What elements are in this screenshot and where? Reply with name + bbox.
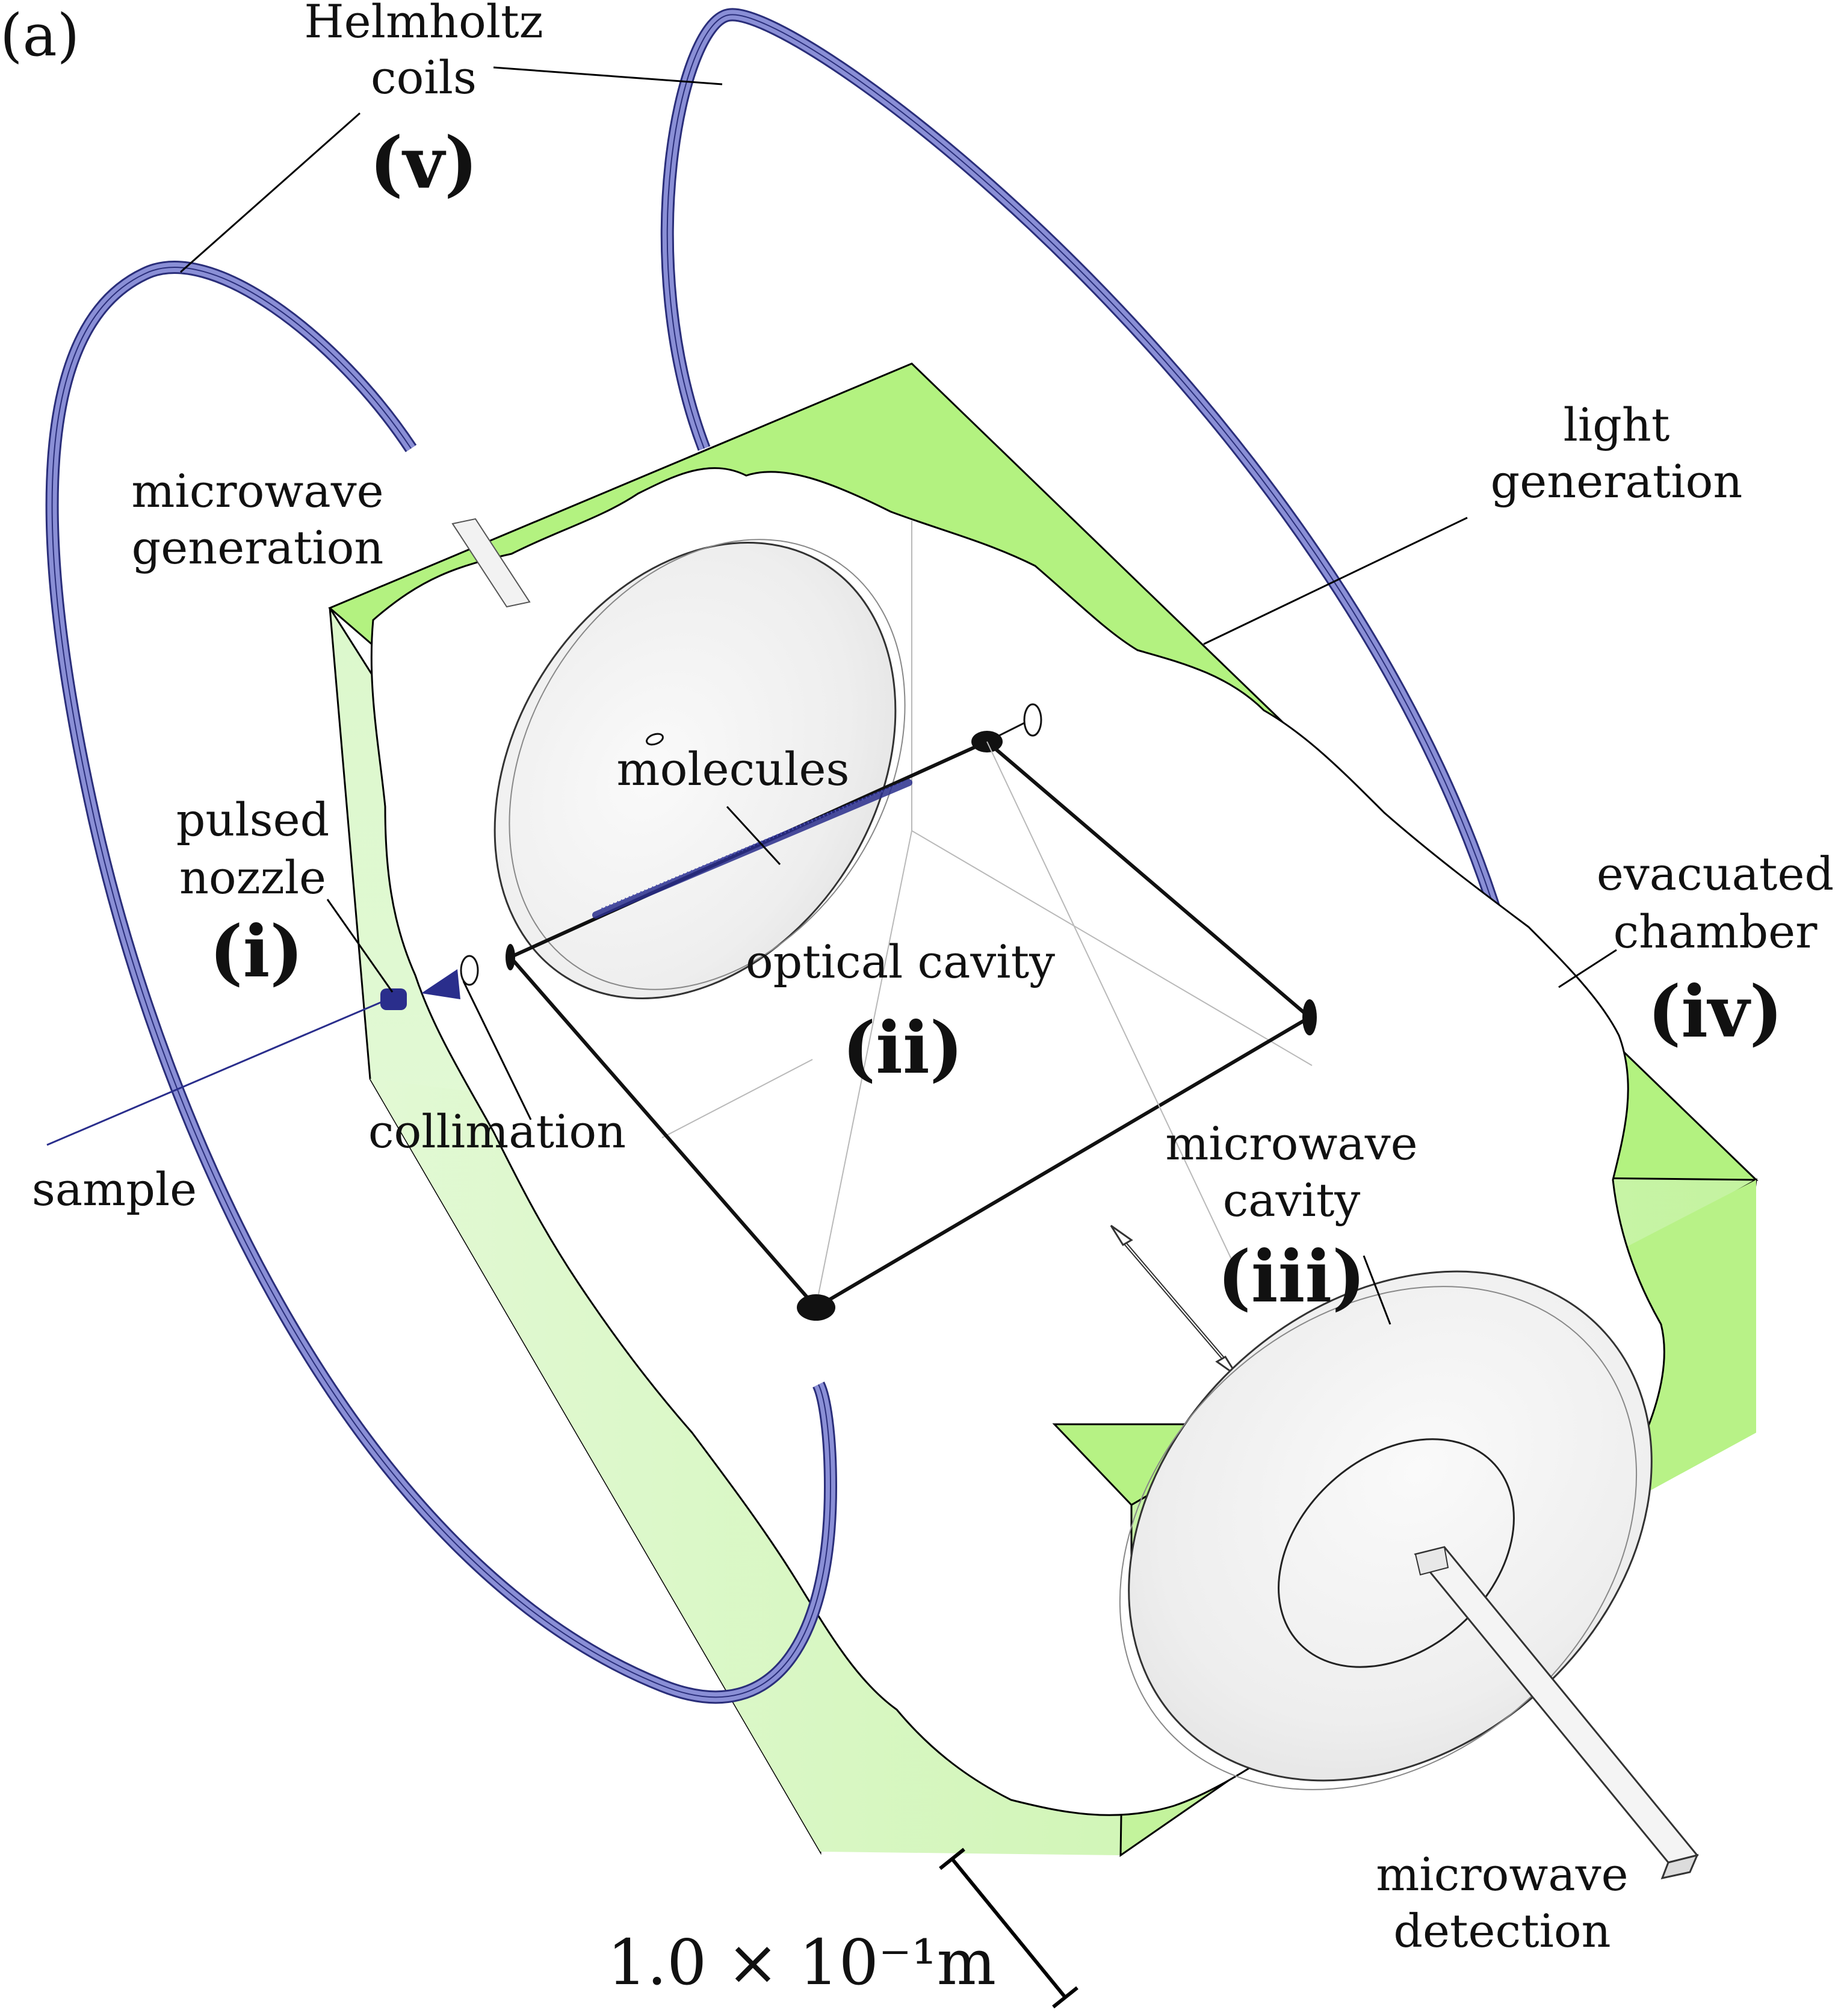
evacuated-label-2: chamber [1613,905,1818,958]
helmholtz-label-2: coils [371,51,477,104]
mw-cavity-label-1: microwave [1165,1117,1417,1170]
leader-lines [46,66,1617,1325]
scale-bar [939,1847,1078,2009]
pulsed-numeral: (i) [209,910,304,993]
helmholtz-numeral: (v) [370,121,478,205]
molecule-beam [592,733,912,919]
mw-waveguide [1414,1546,1699,1880]
cavity-mirror-bottom [797,1294,835,1321]
mw-gen-label-1: microwave [131,464,383,518]
back-mirror [493,539,906,999]
optical-numeral: (ii) [842,1006,963,1090]
mw-gen-label-2: generation [132,521,384,574]
pulsed-label-1: pulsed [176,793,330,846]
light-label-2: generation [1491,454,1743,508]
light-rod [451,518,531,608]
light-label-1: light [1564,398,1670,451]
mw-det-label-2: detection [1393,1904,1610,1958]
sample-label: sample [32,1162,197,1216]
mw-cavity-label-2: cavity [1223,1173,1361,1227]
mw-cavity-numeral: (iii) [1217,1235,1366,1318]
collimation-label: collimation [368,1105,626,1158]
optical-cavity-label: optical cavity [746,935,1055,988]
molecules-label: molecules [617,742,850,796]
mw-det-label-1: microwave [1376,1847,1628,1901]
evacuated-label-1: evacuated [1597,847,1834,901]
helmholtz-coil-back [660,8,1511,944]
cavity-mirror-right [1302,999,1317,1035]
evacuated-numeral: (iv) [1647,970,1783,1053]
pulsed-label-2: nozzle [179,851,326,904]
scale-bar-label: 1.0 × 10⁻¹m [607,1926,996,1999]
inner-frame-lines [661,521,1313,1295]
helmholtz-coil-front [45,261,838,1704]
panel-label: (a) [0,2,79,69]
cavity-mirror-left [506,944,515,970]
helmholtz-label-1: Helmholtz [304,0,543,48]
pulsed-nozzle [380,955,479,1010]
